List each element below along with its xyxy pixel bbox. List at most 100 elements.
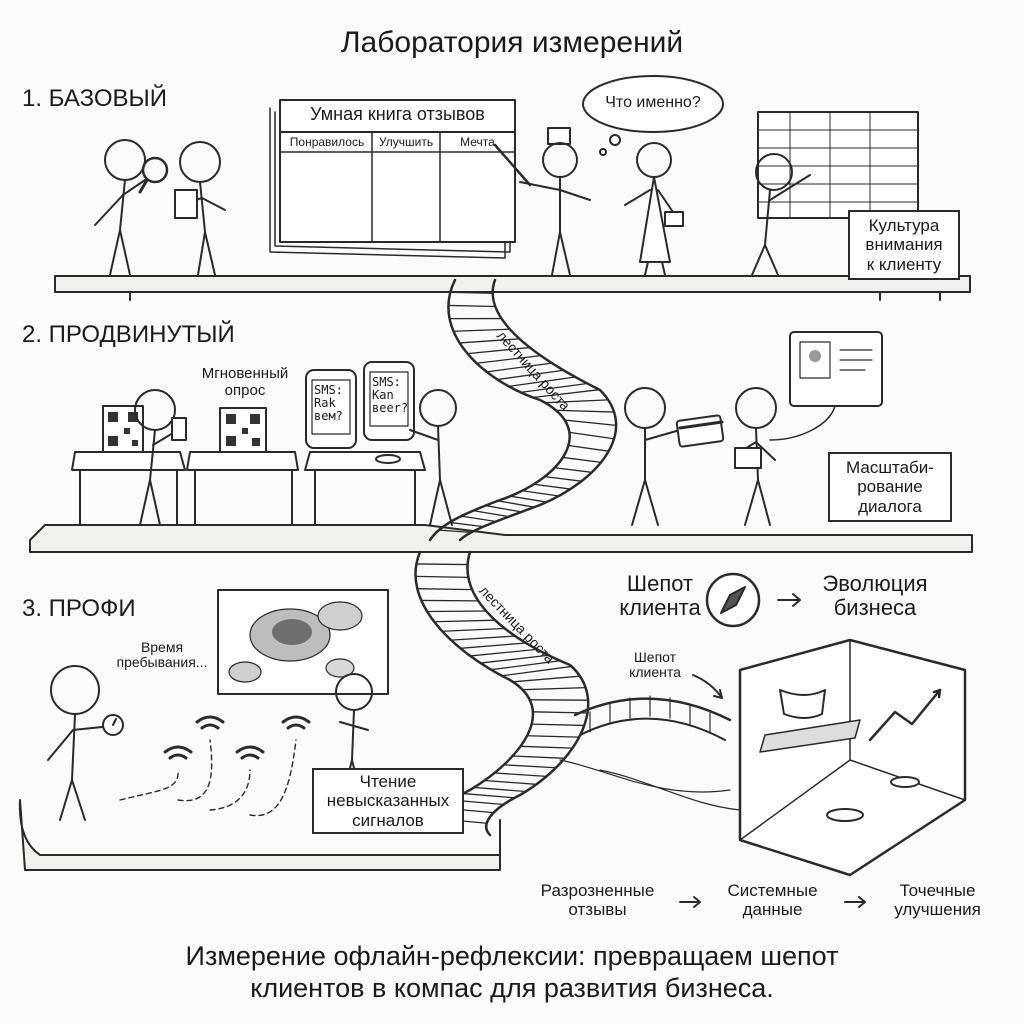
credit-card [675, 414, 725, 448]
platform-pro [18, 799, 501, 871]
figure-clipboard [174, 141, 226, 276]
stair-step [553, 467, 593, 473]
cafe-box [738, 638, 967, 877]
figure-chef [493, 127, 591, 276]
level-pro-label: 3. ПРОФИ [22, 595, 136, 622]
stair-step [512, 755, 566, 759]
figure-magnifier [94, 139, 169, 276]
level-advanced-label: 2. ПРОДВИНУТЫЙ [22, 321, 235, 348]
stair-step [459, 338, 521, 344]
stair-step [496, 369, 565, 381]
stair-step [473, 786, 527, 793]
sign-customer-attention: Культура внимания к клиенту [848, 210, 960, 280]
stair-step [459, 642, 527, 649]
flow-arrows [679, 896, 866, 908]
stair-step [521, 687, 587, 691]
page-title: Лаборатория измерений [340, 26, 684, 59]
book-column-improve: Улучшить [378, 135, 434, 149]
thought-bubble-text: Что именно? [605, 94, 701, 111]
stair-step [501, 665, 573, 677]
qr-code-2 [219, 407, 267, 453]
stair-step [448, 521, 485, 528]
stair-step [526, 735, 580, 738]
stair-step [532, 389, 600, 399]
stair-step [416, 588, 473, 591]
book-column-liked: Понравилось [289, 135, 365, 149]
stair-step [508, 376, 576, 388]
stair-step [520, 382, 588, 394]
flow-step-system: Системные данные [727, 881, 818, 919]
platform-advanced [29, 524, 973, 553]
stair-step [479, 654, 550, 664]
compass-arrow [777, 593, 801, 607]
stair-step [519, 745, 574, 749]
feedback-book [269, 99, 516, 259]
stair-step [562, 456, 602, 464]
phone-1 [305, 369, 357, 449]
stair-step [438, 529, 472, 534]
instant-survey-label: Мгновенный опрос [201, 365, 289, 399]
stair-step [469, 648, 538, 657]
book-column-dream: Мечта [460, 135, 495, 149]
figure-scanning [134, 389, 187, 526]
stair-step [544, 475, 583, 482]
figure-stopwatch [47, 665, 124, 821]
level-basic-label: 1. БАЗОВЫЙ [22, 85, 168, 112]
whiteboard [757, 111, 919, 219]
stair-step [512, 675, 581, 683]
flow-step-scattered: Разрозненные отзывы [540, 881, 655, 919]
stair-step [484, 504, 523, 513]
compass-icon [705, 572, 761, 628]
wifi-signals [163, 715, 311, 760]
stair-step [568, 431, 615, 440]
stair-step [414, 575, 470, 579]
figure-at-phones [375, 389, 457, 526]
phone-1-sms: SMS: Rak вем? [314, 383, 343, 424]
stair-step [509, 495, 548, 503]
flow-step-targeted: Точечные улучшения [894, 881, 981, 919]
stair-step [441, 627, 506, 632]
stair-step [433, 619, 496, 623]
stair-step [483, 779, 538, 785]
figure-woman [624, 142, 684, 276]
stair-step [466, 346, 531, 355]
phone-2 [363, 361, 415, 441]
figure-at-board [751, 153, 811, 276]
whisper-arrow [692, 674, 723, 699]
stair-step [415, 563, 469, 566]
qr-code-1 [102, 405, 144, 453]
heatmap [217, 589, 389, 695]
sign-unspoken-signals: Чтение невысказанных сигналов [312, 768, 464, 834]
figure-card-giver [624, 387, 681, 526]
footpath-trails [119, 739, 297, 817]
stair-step [567, 444, 610, 452]
thought-bubble [582, 75, 724, 156]
stair-step [530, 723, 585, 727]
stair-step [486, 362, 553, 373]
phone-2-sms: SMS: Kan веer? [372, 375, 409, 416]
sign-dialogue-scaling: Масштаби- рование диалога [828, 452, 952, 522]
compass-left-label: Шепот клиента [619, 571, 701, 621]
stair-step [450, 635, 516, 641]
stair-step [447, 304, 496, 308]
bridge [559, 695, 741, 811]
stair-step [497, 500, 535, 508]
footer-caption: Измерение офлайн-рефлексии: превращаем ш… [185, 941, 839, 1004]
compass-right-label: Эволюция бизнеса [822, 571, 928, 621]
platform-basic [54, 275, 971, 301]
stair-step [476, 354, 542, 364]
dwell-time-label: Время пребывания... [116, 639, 208, 671]
stair-step [533, 483, 572, 490]
figure-tablet [734, 387, 777, 526]
screen-monitor [769, 331, 883, 441]
stair-step [521, 490, 560, 497]
stair-step [460, 515, 497, 523]
stair-step [490, 660, 561, 671]
stair-step [493, 772, 548, 778]
stair-step [449, 291, 494, 294]
stair-step [555, 409, 615, 413]
feedback-book-title: Умная книга отзывов [310, 104, 485, 124]
stair-step [564, 419, 617, 427]
